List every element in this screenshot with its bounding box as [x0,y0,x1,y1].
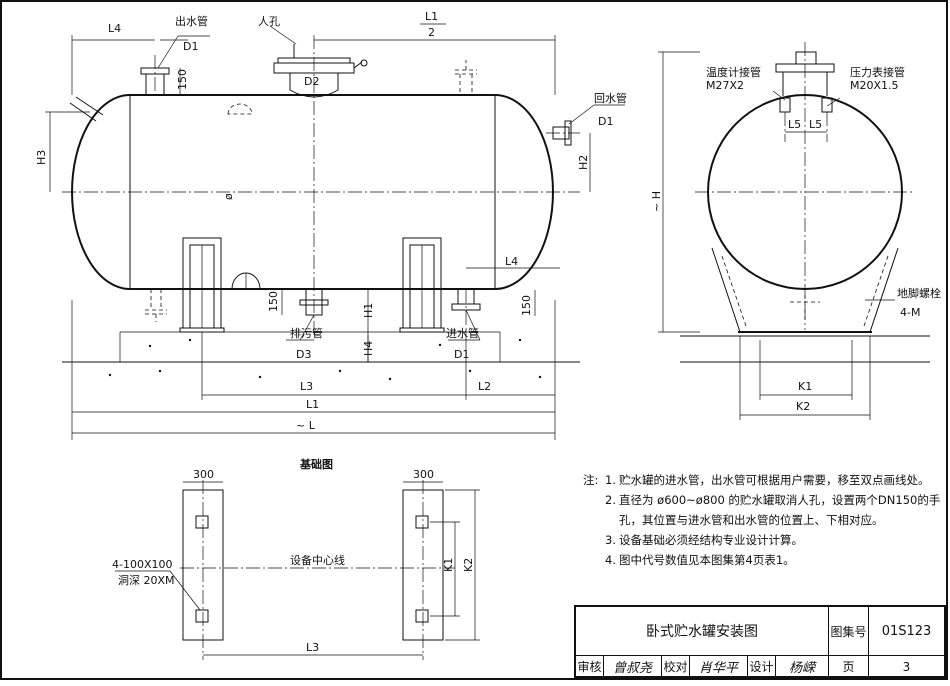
ground-hatch [108,338,542,381]
dim-d2-manhole: D2 [304,75,319,88]
dim-l2: L2 [478,380,491,393]
note-3: 3. 设备基础必须经结构专业设计计算。 [605,533,803,547]
foundation-plan: 基础图 300 300 设备中心线 4-100X100 洞深 20XM K1 K… [112,457,480,660]
dim-h2: H2 [577,155,590,170]
page-label: 页 [829,655,869,678]
dim-h1: H1 [362,303,375,318]
pressure-tap [821,97,833,113]
dim-l5-right: L5 [809,118,822,131]
label-drain-pipe: 排污管 [290,326,323,340]
dim-l1: L1 [306,398,319,411]
label-hole-spec: 4-100X100 [112,558,173,571]
thermometer-tap [779,97,791,113]
check-signature: 肖华平 [690,655,748,678]
dim-l3: L3 [300,380,313,393]
dim-d1-inlet: D1 [454,348,469,361]
dim-k2-plan: K2 [462,558,475,572]
dim-h4: H4 [362,341,375,356]
dim-h: ~ H [650,191,663,212]
note-4: 4. 图中代号数值见本图集第4页表1。 [605,553,795,567]
dim-l1-half-den: 2 [428,26,435,39]
page-number: 3 [902,659,911,674]
dimension-lines [45,35,591,440]
design-label: 设计 [748,655,776,678]
dim-l4-top: L4 [108,22,121,35]
notes-block: 注: 1. 贮水罐的进水管，出水管可根据用户需要，移至双点画线处。 2. 直径为… [583,470,945,570]
dim-150-inlet: 150 [520,295,533,316]
note-2: 2. 直径为 ø600~ø800 的贮水罐取消人孔，设置两个DN150的手孔，其… [605,493,941,527]
title-block: 卧式贮水罐安装图 图集号 01S123 审核 曾叔尧 校对 肖华平 设计 杨嵘 … [574,605,946,678]
dim-k1-side: K1 [798,380,812,393]
label-hole-depth: 洞深 20XM [118,574,175,587]
saddle-right [399,237,445,333]
label-pressure-tap: 压力表接管 [850,65,905,79]
label-center-line: 设备中心线 [290,553,345,567]
foundation-slab [119,331,501,362]
dim-h3: H3 [35,150,48,165]
label-thermometer-size: M27X2 [706,79,744,92]
alt-inlet-dashed [145,289,167,322]
outlet-flange [140,67,170,75]
atlas-number: 01S123 [881,623,932,639]
drawing-title: 卧式贮水罐安装图 [576,607,829,655]
label-return-pipe: 回水管 [594,91,627,105]
dim-l-total: ~ L [296,419,316,432]
dim-k1-plan: K1 [442,558,455,572]
dim-k2-side: K2 [796,400,810,413]
dim-150-outlet: 150 [176,69,189,90]
leader-lines [157,25,625,341]
design-signature: 杨嵘 [776,655,829,678]
label-anchor-bolt-count: 4-M [900,306,920,319]
label-inlet-pipe: 进水管 [446,326,479,340]
tank-elevation: L4 L1 2 出水管 D1 人孔 D2 150 H3 H2 回水管 D1 ø … [35,10,627,440]
atlas-label: 图集号 [829,607,869,655]
dim-l4-right: L4 [505,255,518,268]
label-outlet-pipe: 出水管 [175,14,208,28]
dim-width-right: 300 [413,468,434,481]
dim-l1-half-num: L1 [425,10,438,23]
review-label: 审核 [576,655,604,678]
saddle-left [179,237,225,333]
dim-d3: D3 [296,348,311,361]
dim-l5-left: L5 [788,118,801,131]
label-pressure-size: M20X1.5 [850,79,899,92]
label-thermometer-tap: 温度计接管 [706,65,761,79]
manhole-neck [289,73,339,98]
review-signature: 曾叔尧 [604,655,662,678]
dim-width-left: 300 [193,468,214,481]
notes-heading: 注: [583,473,599,487]
dim-phi: ø [222,193,235,200]
tank-side-view: 温度计接管 M27X2 压力表接管 M20X1.5 L5 L5 ~ H 地脚螺栓… [650,42,941,420]
label-anchor-bolt: 地脚螺栓 [897,286,941,300]
label-manhole: 人孔 [258,15,280,28]
note-1: 注: 1. 贮水罐的进水管，出水管可根据用户需要，移至双点画线处。 [583,470,945,490]
foundation-title: 基础图 [299,457,333,471]
dim-d1-return: D1 [598,115,613,128]
check-label: 校对 [662,655,690,678]
alt-outlet-dashed [455,60,477,95]
dim-l3-plan: L3 [306,641,319,654]
dim-150-drain: 150 [267,291,280,312]
dim-d1-outlet: D1 [183,40,198,53]
